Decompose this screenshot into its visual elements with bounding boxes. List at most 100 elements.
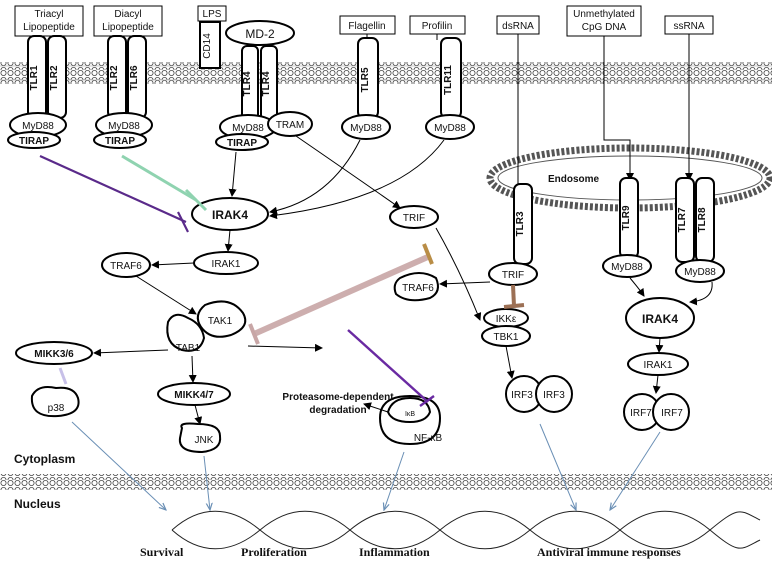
cpg-line1: Unmethylated (573, 9, 635, 20)
dsrna-label: dsRNA (502, 21, 534, 32)
tlr4b-label: TLR4 (261, 71, 272, 96)
proteasome-line2: degradation (309, 405, 366, 416)
tirap-label-1: TIRAP (19, 136, 49, 147)
ligand-cpg: Unmethylated CpG DNA (566, 5, 642, 37)
cd14-label: CD14 (202, 33, 213, 59)
p38-label: p38 (48, 403, 65, 414)
node-jnk: JNK (178, 422, 222, 454)
ssrna-label: ssRNA (673, 21, 704, 32)
tirap-label-2: TIRAP (105, 136, 135, 147)
tirap-label-3: TIRAP (227, 138, 257, 149)
irf7-label-b: IRF7 (661, 408, 683, 419)
cpg-line2: CpG DNA (582, 22, 627, 33)
ligand-profilin: Profilin (409, 15, 466, 35)
irf7-label-a: IRF7 (630, 408, 652, 419)
receptor-tlr11: TLR11 MyD88 (425, 34, 475, 140)
tlr5-label: TLR5 (360, 67, 371, 92)
flagellin-label: Flagellin (348, 21, 385, 32)
receptor-tlr3: TLR3 TRIF (488, 34, 538, 286)
nuclear-arrows (71, 421, 661, 510)
md2-label: MD-2 (245, 27, 275, 41)
ikb-label: IκB (405, 411, 415, 418)
proteasome-line1: Proteasome-dependent (282, 392, 394, 403)
diacyl-line2: Lipopeptide (102, 22, 154, 33)
node-p38: p38 (30, 386, 80, 418)
irak4-right-label: IRAK4 (642, 312, 678, 326)
node-irak1-left: IRAK1 (193, 251, 259, 275)
ligand-flagellin: Flagellin (339, 15, 396, 35)
tak1-label: TAK1 (208, 316, 233, 327)
node-irf3-pair: IRF3 IRF3 (505, 375, 573, 413)
node-trif: TRIF (389, 205, 439, 229)
tlr8-label: TLR8 (697, 207, 708, 232)
triacyl-line2: Lipopeptide (23, 22, 75, 33)
trif-label: TRIF (403, 213, 425, 224)
trif-label-2: TRIF (502, 270, 524, 281)
inhibition-lines (39, 154, 525, 407)
irak1-right-label: IRAK1 (644, 360, 673, 371)
tlr1-label: TLR1 (29, 65, 40, 90)
tab1-label: TAB1 (176, 343, 201, 354)
lps-label: LPS (203, 9, 222, 20)
node-irak1-right: IRAK1 (627, 352, 689, 376)
outcome-proliferation: Proliferation (241, 545, 307, 559)
receptor-tlr4-complex: CD14 MD-2 TLR4 TLR4 MyD88 TIRAP TRAM (199, 20, 313, 151)
tlr9-label: TLR9 (621, 205, 632, 230)
node-irf7-pair: IRF7 IRF7 (623, 393, 690, 431)
node-tak1-tab1: TAK1 TAB1 (166, 300, 247, 354)
myd88-label-5: MyD88 (434, 123, 466, 134)
node-ikke-tbk1: IKKε TBK1 (481, 308, 531, 347)
tlr7-label: TLR7 (677, 207, 688, 232)
outcome-antiviral: Antiviral immune responses (537, 545, 681, 559)
node-traf6-left: TRAF6 (101, 252, 151, 278)
traf6b-label: TRAF6 (402, 283, 434, 294)
myd88-label-6: MyD88 (611, 262, 643, 273)
nuclear-membrane (0, 474, 772, 490)
receptor-tlr5: TLR5 MyD88 (341, 34, 391, 140)
jnk-label: JNK (195, 435, 214, 446)
tlr2-label: TLR2 (49, 65, 60, 90)
tlr2b-label: TLR2 (109, 65, 120, 90)
endosome-label: Endosome (548, 174, 600, 185)
myd88-label-1: MyD88 (22, 121, 54, 132)
node-mikk47: MIKK4/7 (157, 382, 231, 406)
nucleus-label: Nucleus (14, 497, 61, 511)
receptor-tlr9: TLR9 MyD88 (602, 36, 652, 278)
node-nfkb: IκB NF-κB (378, 394, 443, 446)
tlr4a-label: TLR4 (242, 71, 253, 96)
mikk47-label: MIKK4/7 (174, 390, 214, 401)
node-irak4-right: IRAK4 (625, 297, 695, 339)
tbk1-label: TBK1 (493, 332, 518, 343)
irak4-label: IRAK4 (212, 208, 248, 222)
dna-helix (171, 510, 761, 550)
profilin-label: Profilin (422, 21, 453, 32)
ligand-dsrna: dsRNA (496, 15, 540, 35)
tlr6-label: TLR6 (129, 65, 140, 90)
outcome-survival: Survival (140, 545, 184, 559)
receptor-tlr7-tlr8: TLR7 TLR8 MyD88 (675, 34, 725, 283)
ligand-ssrna: ssRNA (664, 15, 714, 35)
myd88-label-7: MyD88 (684, 267, 716, 278)
ligand-triacyl: Triacyl Lipopeptide (14, 5, 84, 37)
myd88-label-2: MyD88 (108, 121, 140, 132)
outcome-inflammation: Inflammation (359, 545, 430, 559)
nfkb-label: NF-κB (414, 433, 443, 444)
receptor-tlr1-tlr2: TLR1 TLR2 MyD88 TIRAP (7, 35, 67, 149)
ligand-diacyl: Diacyl Lipopeptide (93, 5, 163, 37)
cytoplasm-label: Cytoplasm (14, 452, 75, 466)
node-irak4-left: IRAK4 (191, 197, 269, 231)
mikk36-label: MIKK3/6 (34, 349, 74, 360)
irak1-label: IRAK1 (212, 259, 241, 270)
irf3-label-b: IRF3 (543, 390, 565, 401)
tram-label: TRAM (276, 120, 304, 131)
traf6-label: TRAF6 (110, 261, 142, 272)
receptor-tlr2-tlr6: TLR2 TLR6 MyD88 TIRAP (93, 35, 153, 149)
activation-arrows (93, 135, 713, 425)
irf3-label-a: IRF3 (511, 390, 533, 401)
ligand-lps: LPS (197, 5, 227, 22)
myd88-label-3: MyD88 (232, 123, 264, 134)
tlr3-label: TLR3 (515, 211, 526, 236)
tlr11-label: TLR11 (443, 65, 454, 95)
node-traf6-right: TRAF6 (393, 272, 439, 302)
